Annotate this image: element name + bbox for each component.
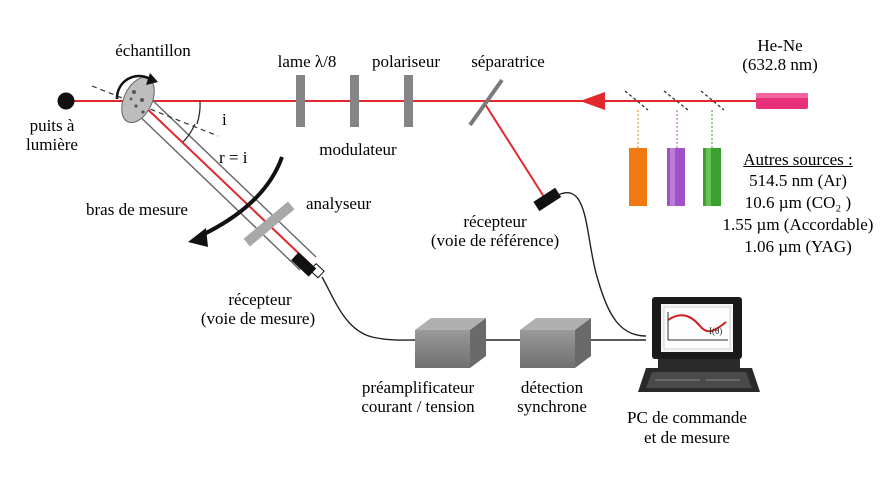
reflected-beam <box>138 100 313 267</box>
polarizer-label: polariseur <box>372 52 440 71</box>
angle-i-label: i <box>222 110 227 129</box>
beamsplitter <box>468 78 504 127</box>
sample-label: échantillon <box>115 41 191 60</box>
pc-label-line2: et de mesure <box>644 428 730 447</box>
analyzer-label: analyseur <box>306 194 372 213</box>
svg-text:I(θ): I(θ) <box>709 326 722 336</box>
waveplate <box>296 75 305 127</box>
sample <box>121 76 155 124</box>
flip-mirrors <box>624 90 725 111</box>
polarizer <box>404 75 413 127</box>
light-trap-label-line1: puits à <box>29 116 75 135</box>
normal-dashed-line <box>91 85 219 137</box>
source-yag <box>703 148 721 206</box>
preamplifier-box <box>415 318 486 368</box>
angle-r-label: r = i <box>219 148 248 167</box>
meas-receiver-label-line1: récepteur <box>228 290 292 309</box>
source-argon <box>629 148 647 206</box>
modulator <box>350 75 359 127</box>
source-co2 <box>667 148 685 206</box>
other-sources-title: Autres sources : <box>743 150 853 169</box>
ref-receiver-label-line1: récepteur <box>463 212 527 231</box>
waveplate-label: lame λ/8 <box>277 52 337 71</box>
preamp-label-line2: courant / tension <box>361 397 475 416</box>
modulator-label: modulateur <box>319 140 397 159</box>
measurement-cable <box>321 276 416 341</box>
ref-receiver-label-line2: (voie de référence) <box>430 231 560 250</box>
laser-wavelength-label: (632.8 nm) <box>742 55 818 74</box>
laser-name-label: He-Ne <box>757 36 803 55</box>
other-source-item: 1.55 µm (Accordable) <box>722 215 874 234</box>
reference-cable <box>557 192 647 337</box>
arm-rotation-arc <box>199 156 284 238</box>
meas-receiver-label-line2: (voie de mesure) <box>200 309 316 328</box>
lockin-label-line2: synchrone <box>517 397 587 416</box>
light-trap-label-line2: lumière <box>26 135 78 154</box>
reference-receiver <box>533 187 562 212</box>
lockin-box <box>520 318 591 368</box>
measurement-arm-label: bras de mesure <box>86 200 188 219</box>
beam-direction-arrow <box>580 92 605 110</box>
preamp-label-line1: préamplificateur <box>361 378 475 397</box>
lockin-label-line1: détection <box>520 378 584 397</box>
analyzer <box>243 201 295 247</box>
sample-rotation-arrow <box>115 74 151 100</box>
pc-label-line1: PC de commande <box>627 408 747 427</box>
light-trap <box>57 92 75 110</box>
other-source-item: 10.6 µm (CO₂ ) <box>744 193 852 212</box>
pc-computer: I(θ) <box>638 297 760 392</box>
reference-beam <box>484 103 547 201</box>
other-source-item: 1.06 µm (YAG) <box>744 237 852 256</box>
beamsplitter-label: séparatrice <box>471 52 545 71</box>
other-source-item: 514.5 nm (Ar) <box>749 171 847 190</box>
